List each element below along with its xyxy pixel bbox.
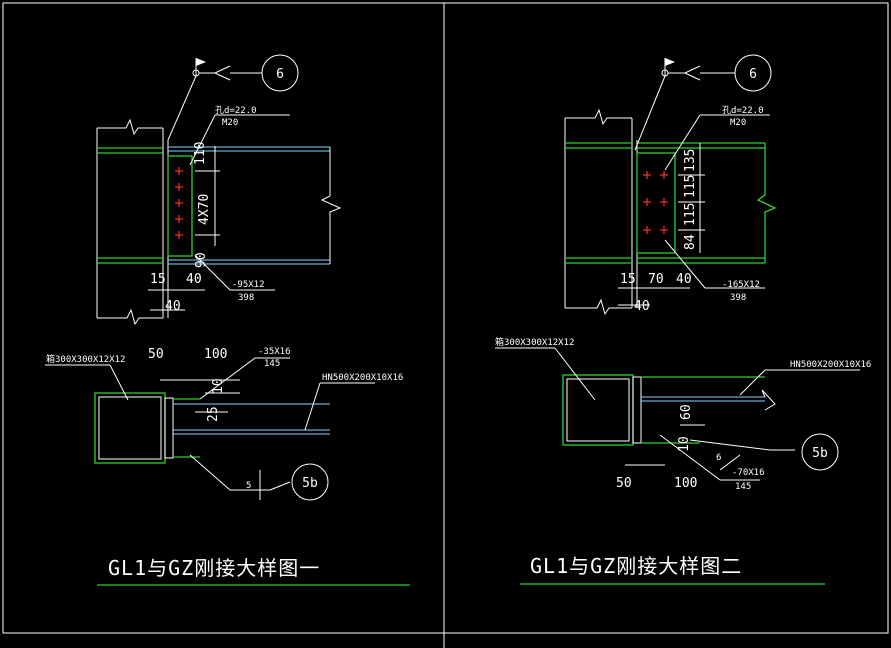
svg-text:HN500X200X10X16: HN500X200X10X16 [790,360,871,370]
svg-text:HN500X200X10X16: HN500X200X10X16 [322,373,403,383]
left-plan-detail [45,357,375,501]
svg-text:40: 40 [634,299,650,314]
right-title: GL1与GZ刚接大样图二 [530,554,742,578]
right-elevation-detail [564,54,777,316]
callout-circle-bottom-right [801,433,839,471]
callout-label-bottom: 5b [302,476,318,491]
callout-label-top: 6 [276,67,284,82]
svg-text:145: 145 [735,482,751,492]
right-elevation-labels: 6 孔d=22.0 M20 135 115 115 84 15 70 40 40… [620,67,764,314]
svg-text:40: 40 [186,272,202,287]
svg-text:M20: M20 [222,118,238,128]
svg-text:6: 6 [716,453,721,463]
svg-text:145: 145 [264,359,280,369]
svg-text:25: 25 [206,406,221,422]
svg-text:15: 15 [150,272,166,287]
svg-text:4X70: 4X70 [197,194,212,225]
right-plan-detail [495,347,860,481]
svg-text:40: 40 [165,299,181,314]
left-title: GL1与GZ刚接大样图一 [108,556,320,580]
svg-text:10: 10 [211,378,226,394]
callout-circle-top [261,54,299,92]
svg-text:50: 50 [148,347,164,362]
callout-circle-bottom [291,463,329,501]
svg-text:50: 50 [616,476,632,491]
svg-text:M20: M20 [730,118,746,128]
svg-text:10: 10 [677,436,692,452]
svg-text:-35X16: -35X16 [258,347,291,357]
right-plan-labels: 箱300X300X12X12 HN500X200X10X16 60 10 6 -… [495,336,871,492]
bolt-group-right [643,171,668,234]
svg-text:-95X12: -95X12 [232,280,265,290]
svg-text:40: 40 [676,272,692,287]
svg-text:孔d=22.0: 孔d=22.0 [215,105,257,116]
callout-label-bottom-right: 5b [812,446,828,461]
svg-text:135: 135 [683,149,698,172]
svg-text:115: 115 [683,203,698,226]
svg-text:15: 15 [620,272,636,287]
callout-label-top-right: 6 [749,67,757,82]
callout-circle-top-right [734,54,772,92]
svg-text:398: 398 [238,293,254,303]
svg-text:398: 398 [730,293,746,303]
svg-text:孔d=22.0: 孔d=22.0 [722,105,764,116]
svg-text:84: 84 [683,234,698,250]
svg-text:箱300X300X12X12: 箱300X300X12X12 [46,353,125,365]
svg-text:-70X16: -70X16 [732,468,765,478]
left-elevation-detail [96,54,342,326]
left-elevation-labels: 6 孔d=22.0 M20 110 4X70 90 15 40 40 -95X1… [150,67,284,314]
svg-text:5: 5 [246,481,251,491]
svg-text:70: 70 [648,272,664,287]
bolt-group [175,167,183,239]
svg-text:115: 115 [683,175,698,198]
svg-text:90: 90 [194,252,209,268]
svg-text:100: 100 [674,476,697,491]
drawing-frame [2,2,889,634]
svg-text:60: 60 [679,404,694,420]
svg-text:110: 110 [193,142,208,165]
svg-text:100: 100 [204,347,227,362]
left-plan-labels: 箱300X300X12X12 50 100 -35X16 145 10 25 H… [46,347,403,491]
svg-text:-165X12: -165X12 [722,280,760,290]
svg-text:箱300X300X12X12: 箱300X300X12X12 [495,336,574,348]
